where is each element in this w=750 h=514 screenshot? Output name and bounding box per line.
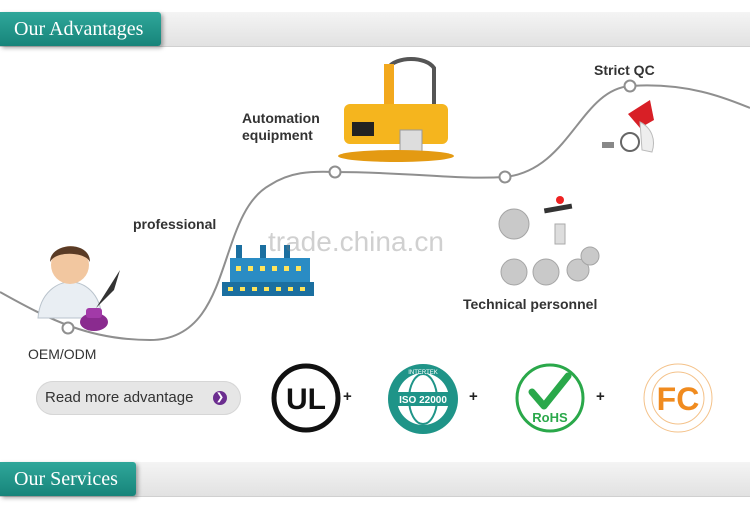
qc-figure-icon [602, 100, 654, 153]
rohs-logo: RoHS [515, 363, 585, 433]
fc-logo-text: FC [657, 381, 700, 417]
read-more-button[interactable]: Read more advantage ❯ [36, 381, 241, 415]
person-icon [37, 246, 103, 319]
plus-sign-1: + [343, 388, 352, 405]
node-automation [328, 165, 342, 179]
ul-logo: UL [271, 363, 341, 433]
step-label-oem: OEM/ODM [28, 346, 97, 362]
plus-sign-2: + [469, 388, 478, 405]
plus-sign-3: + [596, 388, 605, 405]
iso-logo-text: ISO 22000 [399, 395, 447, 406]
step-label-automation: Automation equipment [242, 110, 320, 143]
read-more-label: Read more advantage [45, 389, 194, 406]
ink-pen-icon [80, 270, 120, 331]
rohs-logo-text: RoHS [532, 410, 568, 425]
services-header-title: Our Services [0, 462, 136, 496]
watermark-text: trade.china.cn [268, 226, 444, 257]
step-label-technical: Technical personnel [463, 296, 598, 312]
node-technical [498, 170, 512, 184]
automation-machine-icon [338, 57, 454, 162]
factory-icon [222, 245, 314, 296]
chevron-right-icon: ❯ [213, 391, 227, 405]
iso-22000-logo: ISO 22000 INTERTEK [388, 364, 458, 434]
advantages-header-title: Our Advantages [0, 12, 162, 46]
wrench-figure-icon [543, 196, 573, 245]
step-label-qc: Strict QC [594, 62, 655, 78]
node-qc [623, 79, 637, 93]
fc-logo: FC [643, 363, 713, 433]
step-label-professional: professional [133, 216, 217, 232]
ul-logo-text: UL [286, 383, 326, 416]
process-diagram [0, 57, 750, 342]
node-oem [61, 321, 75, 335]
iso-ring-text: INTERTEK [408, 370, 438, 376]
gears-icon [498, 208, 600, 286]
